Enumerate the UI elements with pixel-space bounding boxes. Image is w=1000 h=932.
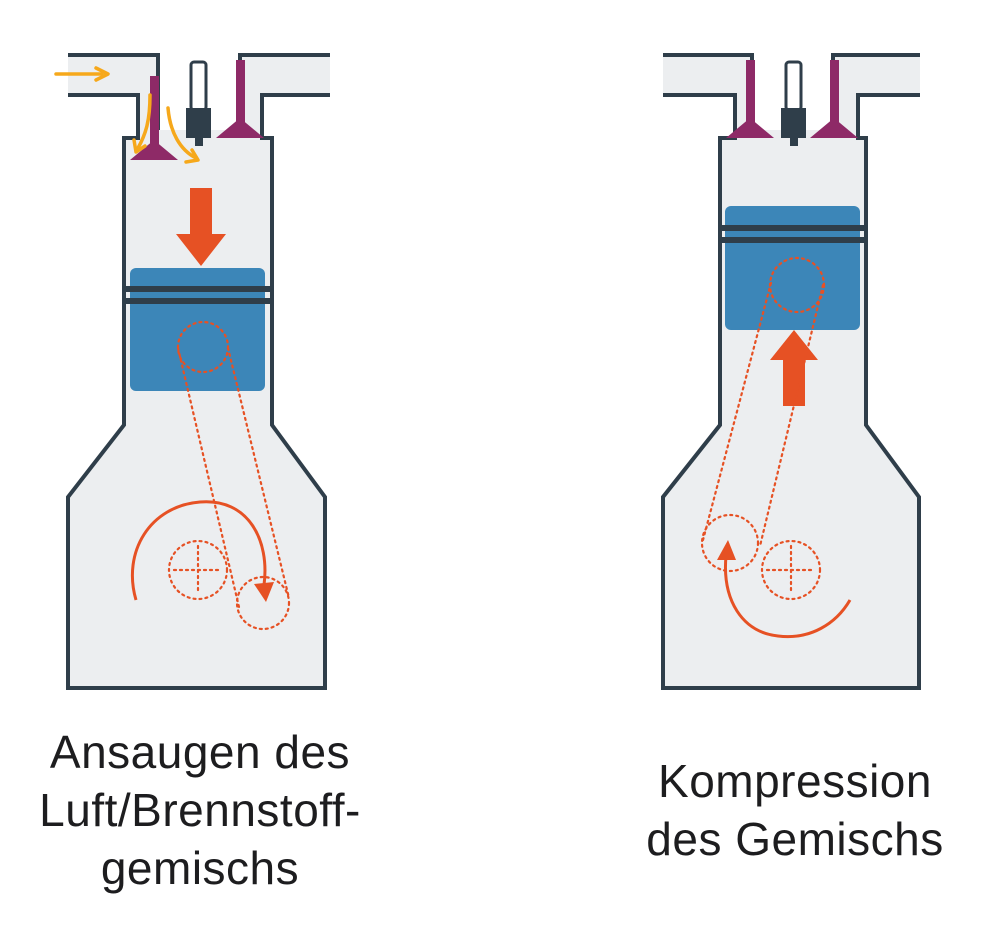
left-intake-flow-arrows bbox=[54, 66, 200, 164]
left-intake-valve-icon bbox=[130, 76, 178, 160]
left-piston-down-arrow-icon bbox=[176, 188, 226, 266]
intake-stroke-panel bbox=[54, 53, 330, 690]
right-exhaust-valve-icon bbox=[810, 60, 858, 138]
right-crank-mechanism bbox=[700, 256, 826, 601]
right-piston bbox=[719, 206, 866, 330]
caption-line: Ansaugen des bbox=[49, 726, 351, 778]
compression-stroke-panel bbox=[661, 53, 921, 690]
compression-stroke-caption: Kompression des Gemischs bbox=[590, 752, 1000, 868]
caption-line: des Gemischs bbox=[646, 813, 944, 865]
left-crank-mechanism bbox=[167, 320, 291, 631]
right-intake-port bbox=[663, 53, 754, 142]
intake-stroke-caption: Ansaugen des Luft/Brennstoff- gemischs bbox=[0, 723, 400, 897]
caption-line: Luft/Brennstoff- bbox=[39, 784, 361, 836]
left-exhaust-port bbox=[238, 53, 330, 142]
right-intake-valve-icon bbox=[726, 60, 774, 138]
right-spark-plug-icon bbox=[781, 60, 806, 146]
left-exhaust-valve-icon bbox=[216, 60, 264, 138]
left-rotation-arrow-icon bbox=[130, 500, 274, 602]
caption-line: Kompression bbox=[658, 755, 932, 807]
caption-line: gemischs bbox=[100, 842, 300, 894]
right-rotation-arrow-icon bbox=[717, 540, 852, 639]
left-spark-plug-icon bbox=[186, 60, 211, 146]
left-intake-port bbox=[68, 53, 160, 142]
right-piston-up-arrow-icon bbox=[770, 330, 818, 406]
right-exhaust-port bbox=[831, 53, 920, 142]
